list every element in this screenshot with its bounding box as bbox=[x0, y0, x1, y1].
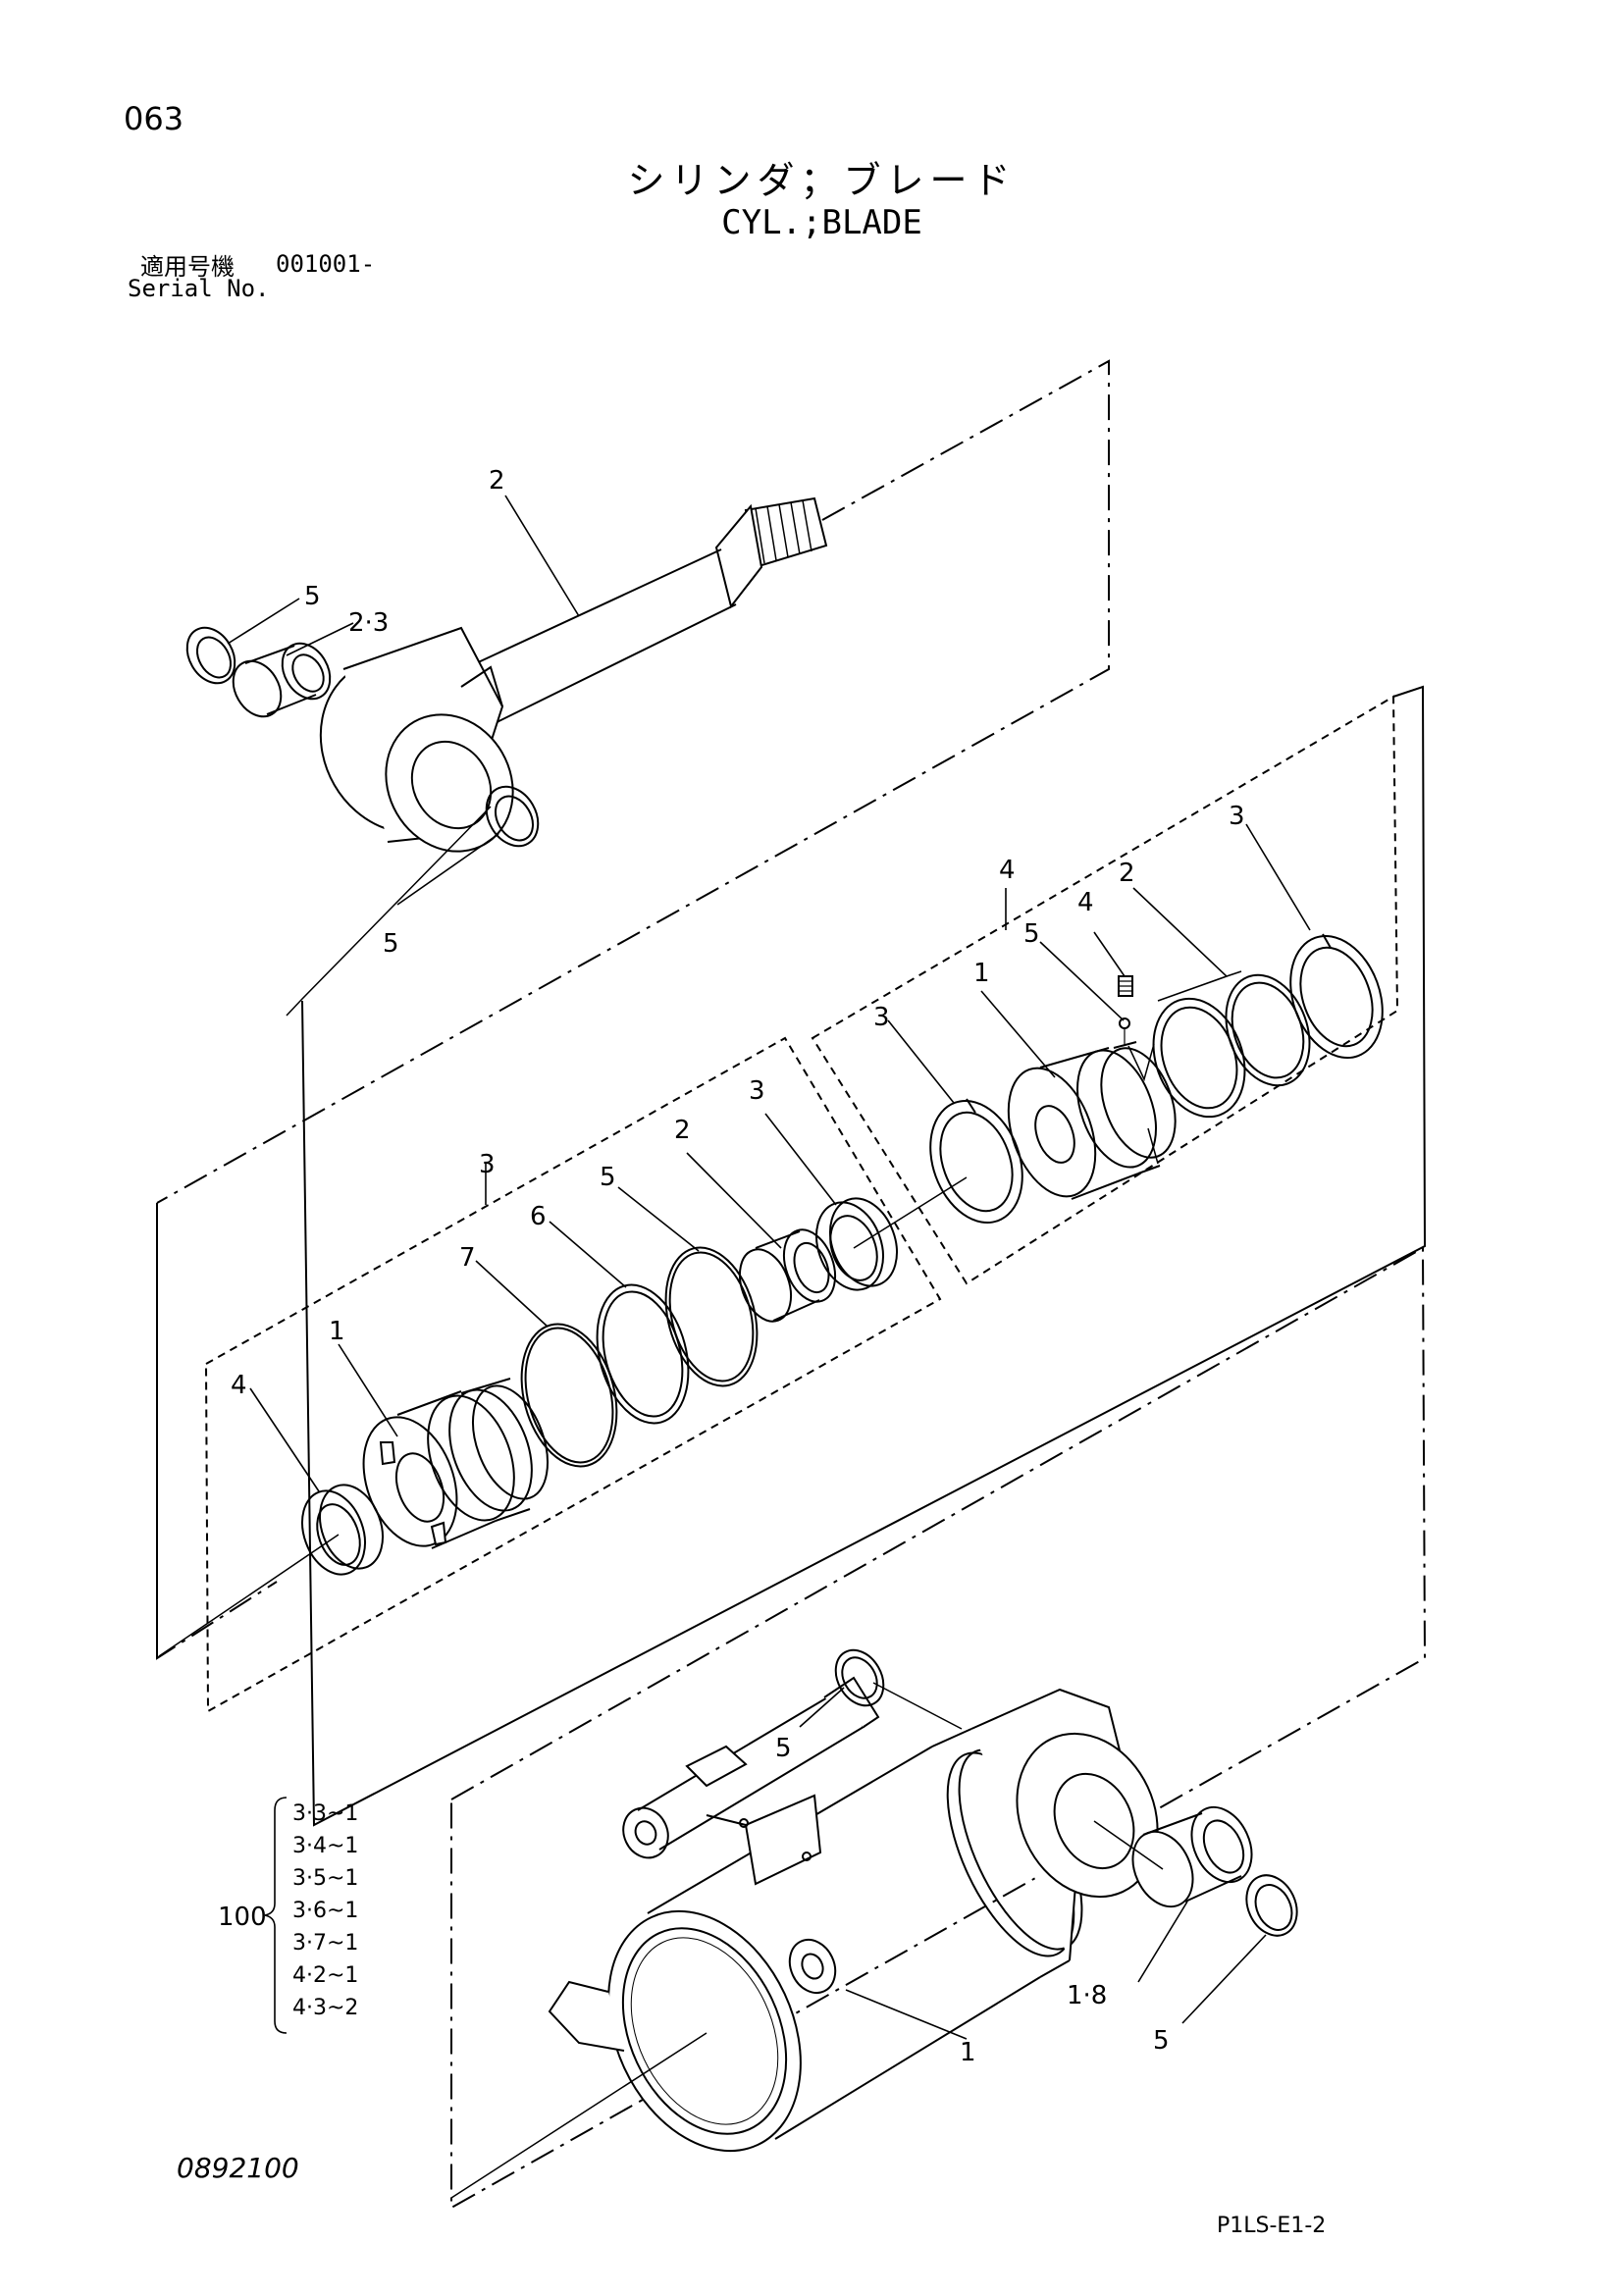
callout-head-group: 3 bbox=[479, 1150, 496, 1179]
callout-rod-bushing: 2·3 bbox=[348, 608, 389, 638]
callout-head-seal: 3 bbox=[749, 1076, 765, 1106]
drawing-number: 0892100 bbox=[177, 2152, 299, 2184]
serial-value: 001001- bbox=[276, 250, 376, 278]
callout-rod: 2 bbox=[489, 466, 505, 496]
callout-tube-seal-top: 5 bbox=[775, 1734, 792, 1763]
callout-piston-wear-ring: 3 bbox=[1229, 802, 1245, 831]
callout-head: 1 bbox=[329, 1317, 345, 1346]
seal-kit-item: 3·5~1 bbox=[292, 1866, 358, 1891]
callout-head-oring-5: 5 bbox=[600, 1163, 616, 1192]
piston-wear-ring-left bbox=[929, 1098, 1023, 1224]
callout-piston-ring: 2 bbox=[1119, 859, 1135, 888]
seal-kit-item: 4·3~2 bbox=[292, 1996, 358, 2020]
callout-head-ring-6: 6 bbox=[530, 1202, 547, 1231]
callout-rod-seal-bottom: 5 bbox=[383, 929, 399, 959]
callout-piston: 1 bbox=[973, 959, 990, 988]
piston bbox=[1007, 1041, 1177, 1200]
seal-kit-item: 3·4~1 bbox=[292, 1834, 358, 1858]
page-code: P1LS-E1-2 bbox=[1217, 2214, 1327, 2238]
piston-rod bbox=[319, 496, 828, 853]
callout-piston-group: 4 bbox=[999, 856, 1016, 885]
head-seal bbox=[815, 1197, 898, 1291]
serial-label-english: Serial No. bbox=[128, 275, 270, 302]
serial-label-japanese: 適用号機 bbox=[140, 253, 235, 281]
callout-piston-ball: 5 bbox=[1023, 919, 1040, 949]
seal-kit-item: 3·7~1 bbox=[292, 1931, 358, 1956]
rod-seal-top bbox=[185, 626, 236, 685]
seal-kit-item: 3·3~1 bbox=[292, 1801, 358, 1826]
callout-piston-setscrew: 4 bbox=[1077, 888, 1094, 917]
cylinder-tube bbox=[548, 1676, 1159, 2153]
rod-seal-bottom bbox=[485, 785, 540, 848]
callout-head-oring-7: 7 bbox=[459, 1243, 476, 1273]
callout-tube: 1 bbox=[960, 2038, 976, 2067]
callout-tube-bushing: 1·8 bbox=[1067, 1981, 1107, 2010]
callout-rod-seal-top: 5 bbox=[304, 582, 321, 611]
rod-bushing bbox=[232, 642, 332, 718]
seal-kit-item: 4·2~1 bbox=[292, 1963, 358, 1988]
piston-ring bbox=[1152, 973, 1311, 1119]
tube-seal-top bbox=[834, 1648, 885, 1707]
callout-head-bushing: 2 bbox=[674, 1116, 691, 1145]
piston-setscrew bbox=[1118, 975, 1133, 1046]
tube-seal-bottom bbox=[1245, 1874, 1298, 1937]
title-english: CYL.;BLADE bbox=[721, 203, 922, 242]
piston-wear-ring bbox=[1289, 933, 1384, 1059]
head-wiper bbox=[301, 1484, 384, 1576]
seal-kit-brace bbox=[264, 1797, 288, 2034]
callout-tube-seal-bottom: 5 bbox=[1153, 2026, 1170, 2056]
callout-head-wiper: 4 bbox=[231, 1371, 247, 1400]
seal-kit-label: 100 bbox=[218, 1903, 267, 1932]
cylinder-head bbox=[362, 1378, 549, 1549]
title-japanese: シリンダ；ブレード bbox=[627, 159, 1017, 202]
seal-kit-item: 3·6~1 bbox=[292, 1899, 358, 1923]
head-oring-5 bbox=[664, 1246, 759, 1387]
page-number: 063 bbox=[124, 100, 184, 137]
head-bushing bbox=[738, 1228, 837, 1323]
callout-piston-wear-ring-left: 3 bbox=[873, 1003, 890, 1032]
